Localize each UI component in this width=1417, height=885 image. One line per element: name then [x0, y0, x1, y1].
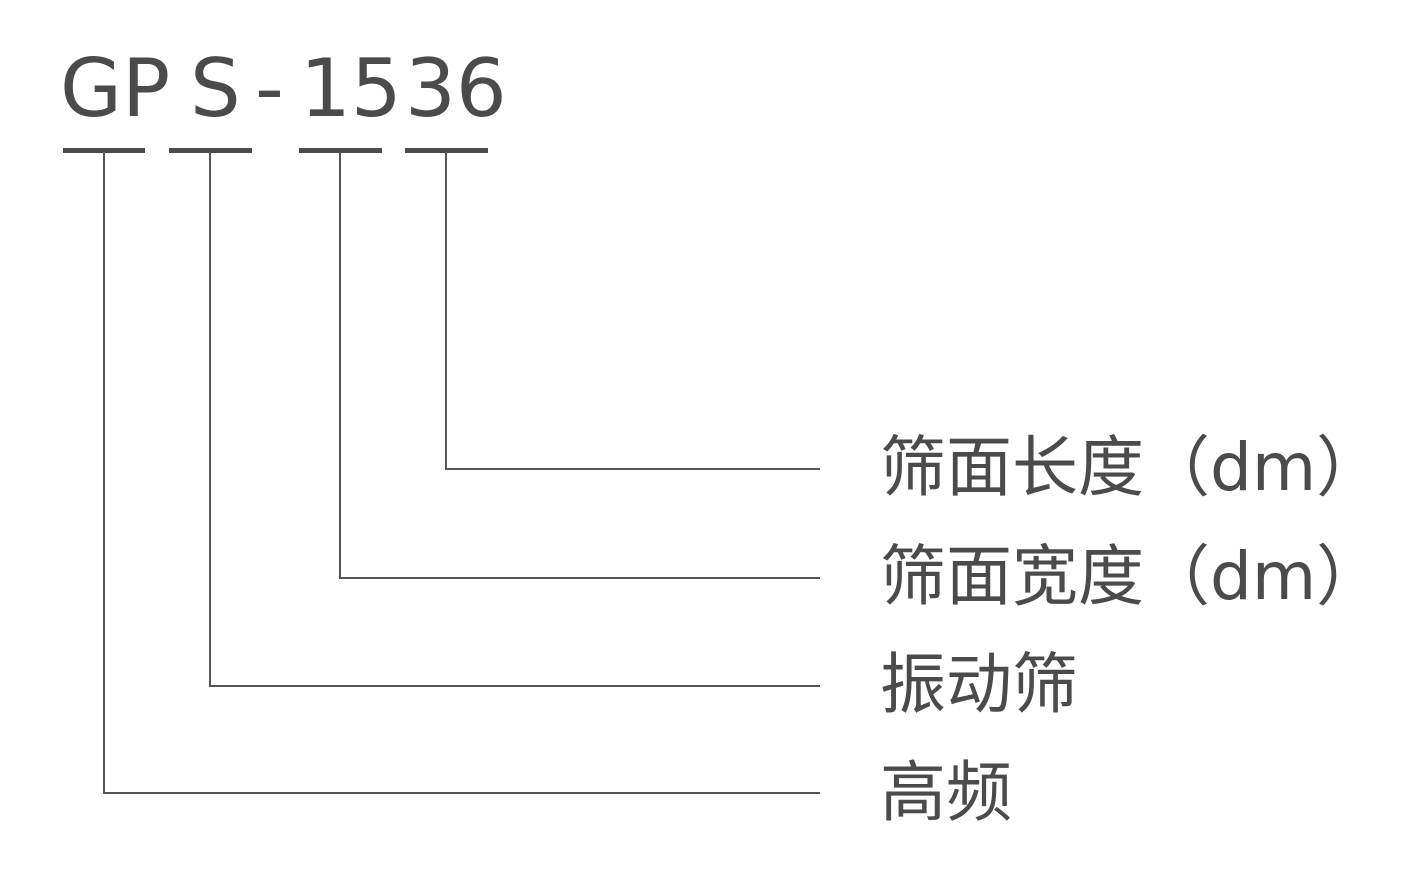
- connector-horizontal-s: [209, 685, 820, 687]
- connector-vertical-s: [209, 152, 211, 687]
- label-high-frequency: 高频: [880, 754, 1012, 831]
- connector-horizontal-36: [445, 468, 820, 470]
- underline-15: [299, 148, 382, 153]
- code-part-dash: -: [255, 42, 284, 135]
- connector-vertical-36: [445, 152, 447, 470]
- code-part-36: 36: [405, 42, 507, 135]
- connector-vertical-15: [339, 152, 341, 579]
- code-part-s: S: [190, 42, 241, 135]
- connector-horizontal-gp: [103, 792, 820, 794]
- connector-horizontal-15: [339, 577, 820, 579]
- label-screen-width: 筛面宽度（dm）: [880, 538, 1383, 615]
- underline-gp: [63, 148, 145, 153]
- underline-s: [169, 148, 252, 153]
- code-part-15: 15: [300, 42, 402, 135]
- code-part-gp: GP: [60, 42, 171, 135]
- connector-vertical-gp: [103, 152, 105, 794]
- label-vibrating-screen: 振动筛: [880, 646, 1078, 723]
- label-screen-length: 筛面长度（dm）: [880, 429, 1383, 506]
- underline-36: [405, 148, 488, 153]
